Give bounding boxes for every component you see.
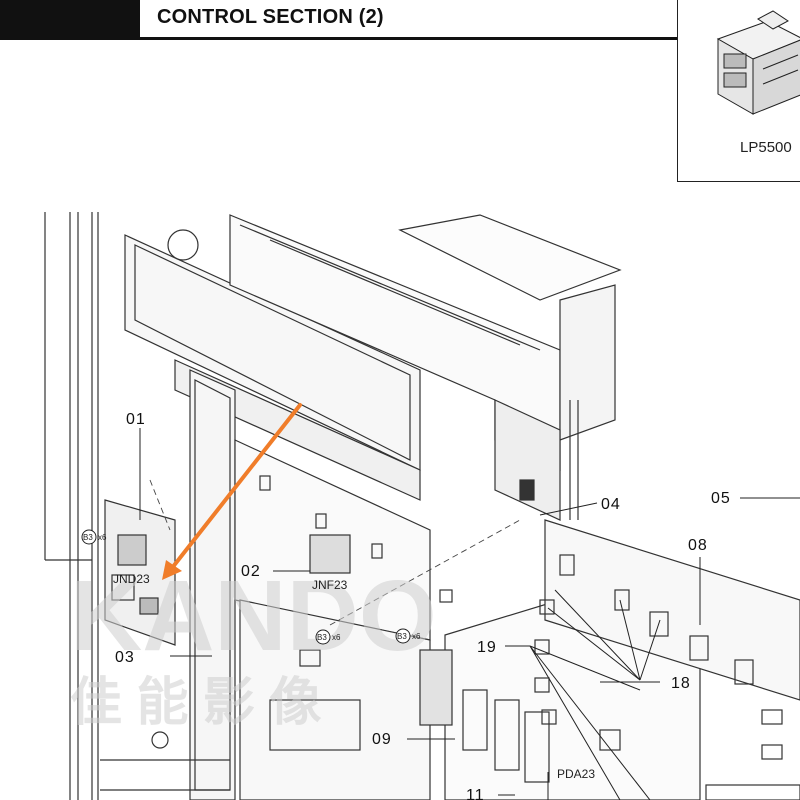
svg-text:B3: B3: [83, 533, 93, 542]
callout-11: 11: [466, 787, 485, 800]
svg-text:x6: x6: [412, 632, 421, 641]
highlight-arrow-icon: [162, 403, 302, 580]
callout-02: 02: [241, 563, 261, 580]
watermark-latin: KANDO: [70, 560, 437, 672]
svg-text:x6: x6: [98, 533, 107, 542]
callout-01: 01: [126, 411, 146, 428]
callout-09: 09: [372, 731, 392, 748]
connector-label-jnf23: JNF23: [312, 578, 348, 592]
watermark-cjk: 佳 能 影 像: [70, 674, 321, 732]
callout-03: 03: [115, 649, 135, 666]
screw-icon: [395, 628, 411, 644]
screw-icon: [81, 529, 97, 545]
callout-18: 18: [671, 675, 691, 692]
svg-text:x6: x6: [332, 633, 341, 642]
connector-label-jnd23: JND23: [113, 572, 150, 586]
screw-marker-3: B3 x6: [395, 628, 421, 644]
callout-08: 08: [688, 537, 708, 554]
chassis-line-art: [44, 212, 800, 800]
assembly-dashed-lines: [149, 479, 521, 626]
screw-icon: [315, 629, 331, 645]
callout-05: 05: [711, 490, 731, 507]
header-rule: [140, 37, 677, 40]
callout-04: 04: [601, 496, 621, 513]
svg-text:B3: B3: [317, 633, 327, 642]
printer-thumbnail-icon: [716, 10, 800, 115]
section-title: CONTROL SECTION (2): [157, 6, 384, 28]
model-label: LP5500: [740, 139, 792, 156]
leader-lines: [139, 428, 800, 800]
header-black-tab: [0, 0, 140, 40]
callout-19: 19: [477, 639, 497, 656]
screw-marker-2: B3 x6: [315, 629, 341, 645]
connector-label-pda23: PDA23: [557, 767, 595, 781]
watermark: KANDO 佳 能 影 像: [70, 560, 437, 732]
svg-text:B3: B3: [397, 632, 407, 641]
screw-marker-1: B3 x6: [81, 529, 107, 545]
model-thumbnail-box: [677, 0, 800, 182]
